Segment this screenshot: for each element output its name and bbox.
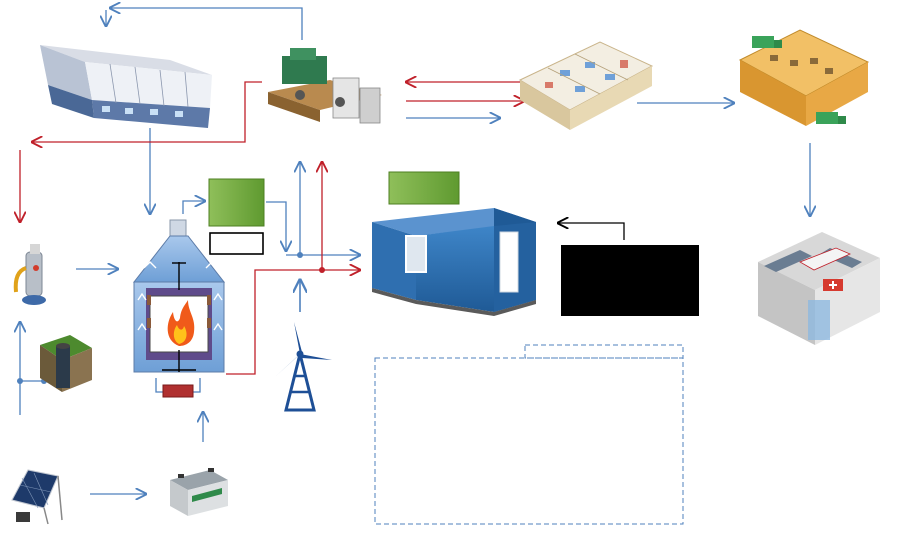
- dashed-tab: [524, 344, 684, 359]
- water-well-tank-icon: [40, 335, 92, 392]
- truck-icon-top: [752, 36, 782, 48]
- solar-panel-icon: [11, 469, 63, 525]
- sawmill-machine-icon: [268, 48, 382, 124]
- green-box-furnace-output: [208, 178, 265, 227]
- arrow-red-furnace-to-container: [226, 270, 360, 375]
- furnace-fire-icon: [132, 219, 226, 398]
- node-red-junction: [319, 267, 325, 273]
- black-panel: [561, 245, 699, 316]
- arrow-furnace-to-green-box: [182, 201, 205, 214]
- dashed-box: [374, 357, 684, 525]
- logistics-warehouse-trucks-icon: [738, 29, 870, 126]
- hospital-building-icon: [758, 232, 880, 345]
- factory-floor-plan-icon: [518, 41, 654, 130]
- arrow-sawmill-to-warehouse: [110, 8, 303, 40]
- dashed-group: [374, 344, 684, 525]
- truck-icon-bottom: [816, 112, 846, 124]
- line-green-box-to-junction: [266, 201, 286, 251]
- arrow-sawmill-to-left-red: [32, 81, 262, 142]
- container-door: [499, 231, 519, 293]
- warehouse-hangar-icon: [40, 45, 212, 128]
- white-box-under-green: [209, 232, 264, 255]
- modular-container-icon: [372, 208, 536, 316]
- submersible-pump-icon: [13, 244, 46, 305]
- connectors: [17, 8, 810, 494]
- node-blue-junction: [297, 252, 303, 258]
- wind-turbine-icon: [276, 322, 332, 412]
- battery-icon: [170, 468, 228, 516]
- node-well-left: [17, 378, 23, 384]
- green-box-container-label: [388, 171, 460, 205]
- arrow-panel-to-container: [558, 223, 625, 240]
- container-window: [405, 235, 427, 273]
